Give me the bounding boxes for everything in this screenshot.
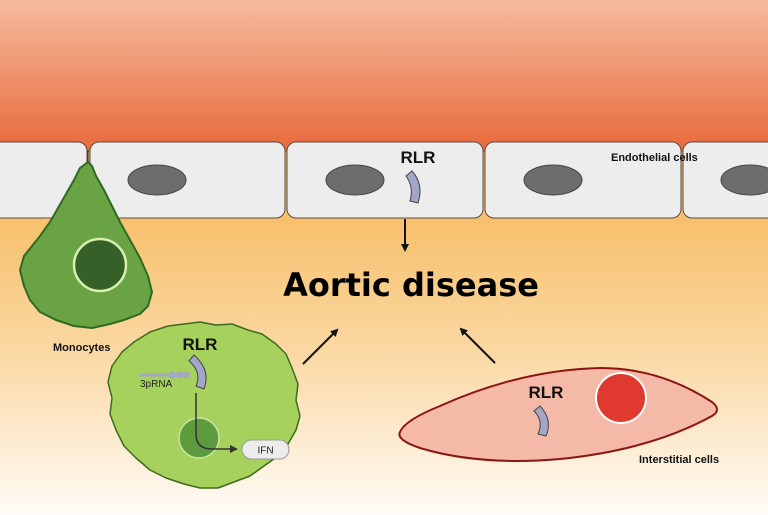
interstitial-cell: RLR Interstitial cells — [398, 366, 719, 466]
endothelial-cell — [484, 141, 682, 219]
interstitial-rlr-label: RLR — [529, 383, 564, 402]
endothelial-cells-label: Endothelial cells — [611, 152, 698, 164]
monocytes-label: Monocytes — [53, 342, 110, 354]
interstitial-to-disease-arrow — [459, 327, 496, 364]
rlr-receptor-icon — [405, 170, 421, 204]
3prna-bead — [182, 371, 190, 379]
endothelial-nucleus — [523, 164, 583, 196]
endothelial-rlr-label: RLR — [401, 148, 436, 167]
interstitial-nucleus — [595, 372, 647, 424]
rlr-receptor-icon — [533, 405, 549, 437]
monocyte-transmigrating: Monocytes — [19, 150, 153, 354]
signaling-arrow — [195, 393, 238, 453]
ifn-label: IFN — [257, 446, 273, 457]
interstitial-cells-label: Interstitial cells — [639, 454, 719, 466]
endothelial-nucleus — [720, 164, 768, 196]
endothelial-cell-layer: RLR Endothelial cells — [0, 141, 768, 219]
endothelial-nucleus — [325, 164, 385, 196]
monocyte-to-disease-arrow — [302, 328, 339, 365]
monocyte-activated: RLR 3pRNA IFN — [107, 321, 301, 489]
endothelial-cell — [286, 141, 484, 219]
3prna-bead — [168, 371, 176, 379]
3prna-label: 3pRNA — [140, 379, 173, 390]
3prna-bead — [175, 371, 183, 379]
ifn-output-badge — [241, 439, 290, 460]
endothelial-nucleus — [127, 164, 187, 196]
vessel-lumen — [0, 0, 768, 152]
aortic-disease-title: Aortic disease — [283, 266, 539, 304]
endothelial-cell — [89, 141, 286, 219]
monocyte-rlr-label: RLR — [183, 335, 218, 354]
rlr-receptor-icon — [188, 354, 207, 390]
monocyte-nucleus — [72, 237, 128, 293]
activated-monocyte-nucleus — [178, 417, 220, 459]
